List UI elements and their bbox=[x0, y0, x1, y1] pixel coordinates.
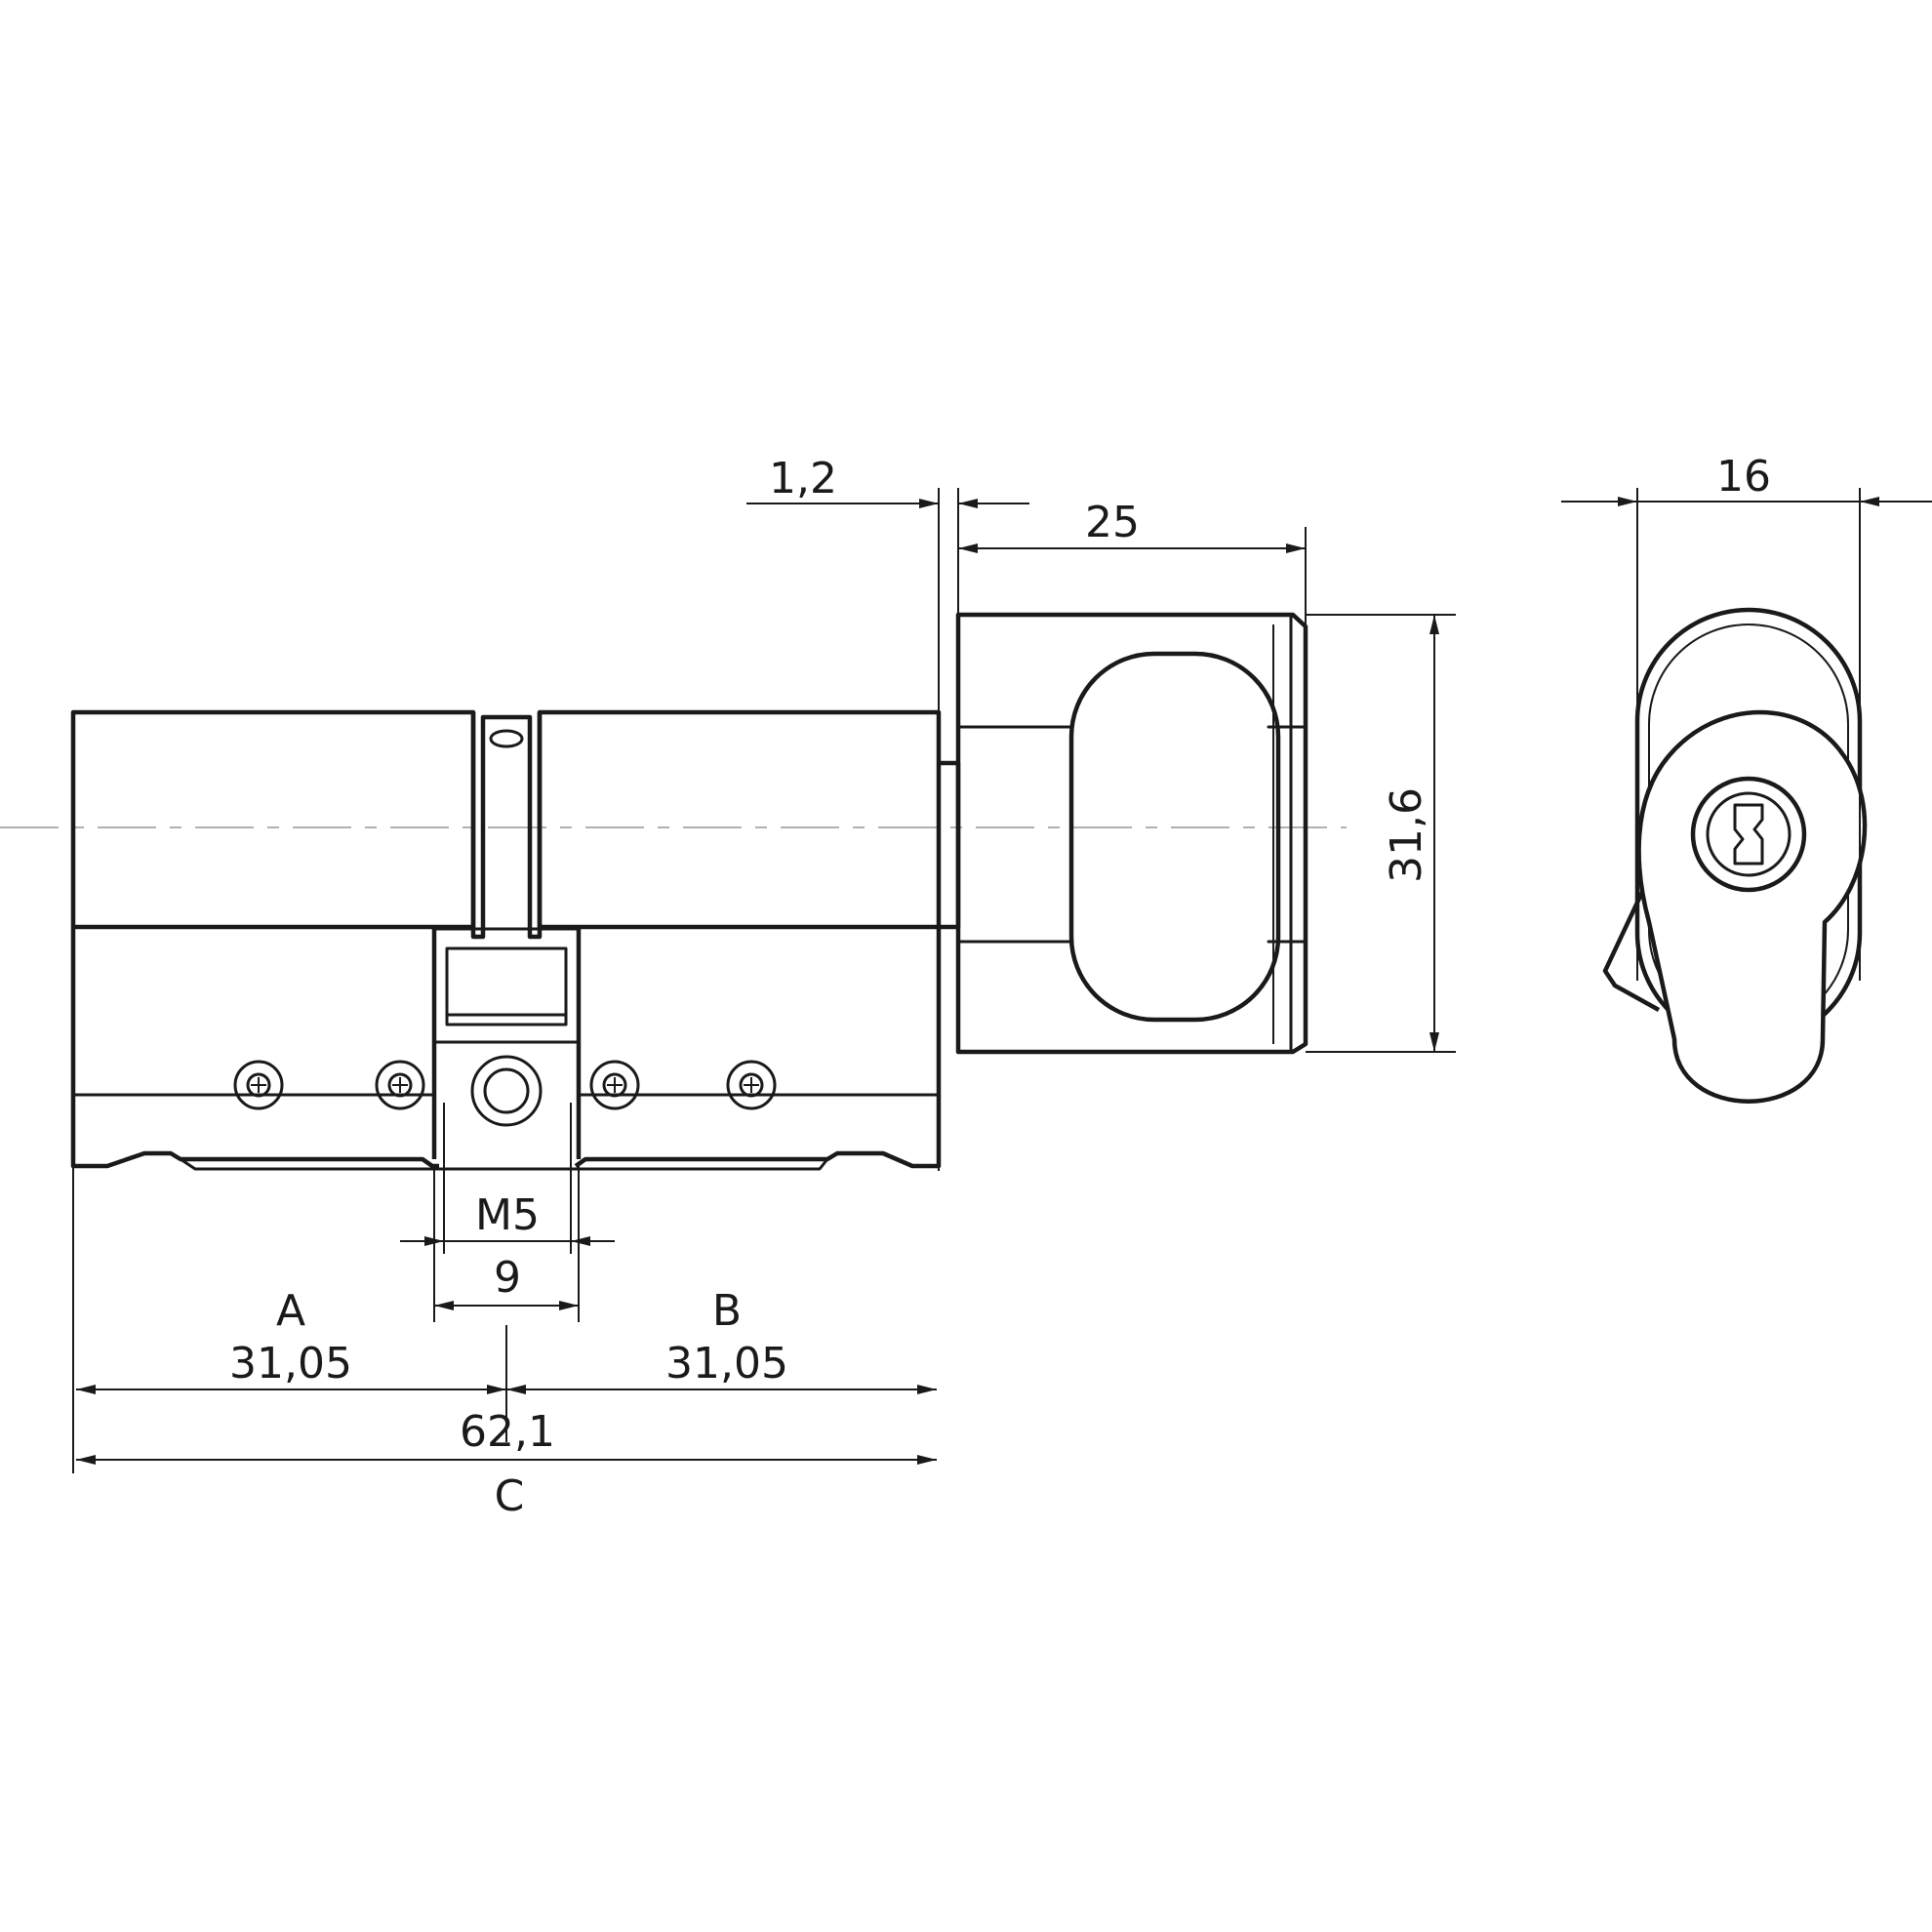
keyway-slot bbox=[1733, 803, 1764, 865]
cylinder-body bbox=[70, 709, 961, 1171]
pin-4 bbox=[726, 1060, 777, 1110]
dim-side-a-label: A bbox=[276, 1286, 305, 1336]
base-strip bbox=[179, 1157, 829, 1171]
dim-thickness: 1,2 bbox=[769, 454, 837, 503]
screw-hole-outer bbox=[470, 1055, 543, 1127]
dim-height: 31,6 bbox=[1382, 787, 1431, 883]
keyway-inner bbox=[1706, 791, 1791, 877]
pin-1 bbox=[233, 1060, 284, 1110]
cam-pin-hole bbox=[489, 729, 524, 748]
dim-total-label: C bbox=[495, 1471, 525, 1521]
keyway-outer bbox=[1690, 776, 1807, 893]
pin-2 bbox=[375, 1060, 425, 1110]
dim-total-value: 62,1 bbox=[460, 1407, 555, 1457]
front-view bbox=[1602, 607, 1868, 1104]
cylinder-left-upper bbox=[70, 709, 476, 930]
knob-bands bbox=[956, 725, 1308, 944]
cylinder-right-upper bbox=[537, 709, 942, 930]
dim-side-a-value: 31,05 bbox=[229, 1339, 352, 1389]
cam-slot bbox=[470, 712, 543, 940]
center-block-detail bbox=[432, 927, 581, 1044]
right-end-step bbox=[939, 760, 961, 930]
knob-grip bbox=[1068, 651, 1281, 1023]
dim-cam-width: 9 bbox=[494, 1253, 521, 1303]
pin-3 bbox=[589, 1060, 640, 1110]
dim-knob-length: 25 bbox=[1085, 498, 1140, 547]
knob-body bbox=[955, 612, 1308, 1055]
cylinder-profile bbox=[1636, 709, 1868, 1104]
cam-lever bbox=[1602, 887, 1661, 1012]
dim-side-b-value: 31,05 bbox=[665, 1339, 788, 1389]
dimension-lines bbox=[72, 488, 1932, 1473]
dim-screw-thread: M5 bbox=[475, 1190, 540, 1240]
cylinder-right-lower bbox=[574, 927, 942, 1169]
knob-side bbox=[955, 612, 1308, 1055]
cylinder-left-lower bbox=[70, 927, 439, 1169]
dim-knob-width: 16 bbox=[1716, 452, 1771, 502]
dim-side-b-label: B bbox=[712, 1286, 742, 1336]
screw-hole-inner bbox=[483, 1067, 530, 1114]
